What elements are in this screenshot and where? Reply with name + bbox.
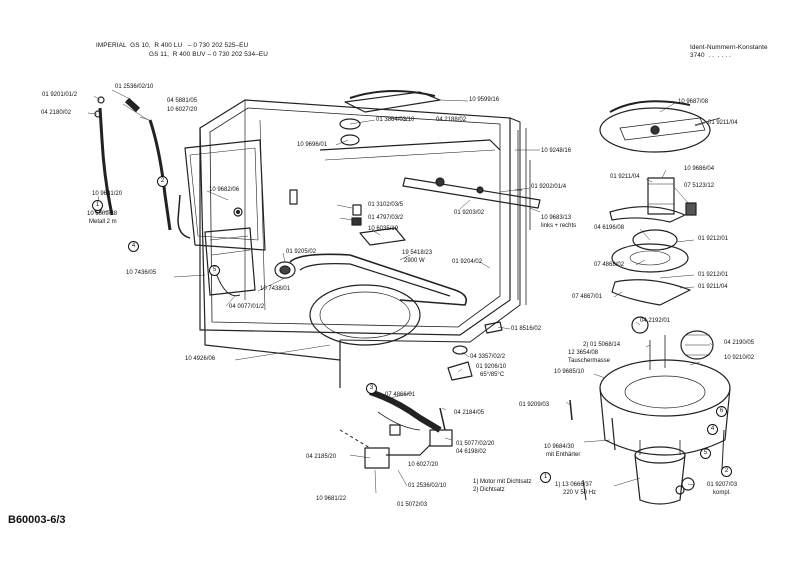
part-label: 04 2185/20 <box>306 454 337 460</box>
part-label: mit Enthärter <box>546 452 581 458</box>
part-label: 07 4867/01 <box>572 294 603 300</box>
part-label: 04 2188/02 <box>436 117 467 123</box>
part-label: 01 5072/03 <box>397 502 428 508</box>
part-label: 1) 13 0666/37 <box>555 482 593 488</box>
part-label: 04 6198/02 <box>456 449 487 455</box>
part-label: 04 2190/05 <box>724 340 755 346</box>
callout-marker: 4 <box>707 424 718 435</box>
callout-marker: 4 <box>128 241 139 252</box>
part-label: 01 9206/10 <box>476 364 507 370</box>
part-label: 07 5123/12 <box>684 183 715 189</box>
part-label: 07 4868/02 <box>594 262 625 268</box>
part-label: 01 9205/02 <box>286 249 317 255</box>
part-label: 01 9209/03 <box>519 402 550 408</box>
part-label: 12 3654/08 <box>568 350 599 356</box>
part-label: 01 9204/02 <box>452 259 483 265</box>
part-label: 04 2180/02 <box>41 110 72 116</box>
part-label: 10 9248/16 <box>541 148 572 154</box>
part-label: 10 6027/20 <box>408 462 439 468</box>
part-label: 10 9599/16 <box>469 97 500 103</box>
part-label: 19 5418/23 <box>402 250 433 256</box>
part-label: 10 4926/06 <box>185 356 216 362</box>
part-label: Metall 2 m <box>89 219 117 225</box>
callout-marker: 2 <box>157 176 168 187</box>
drawing-code: B60003-6/3 <box>8 514 66 526</box>
part-label: 01 2536/02/10 <box>115 84 154 90</box>
model-list-line-1: IMPERIAL GS 10, R 400 LU – 0 730 202 525… <box>96 42 249 49</box>
part-label: 10 9683/13 <box>541 215 572 221</box>
part-label: 10 9686/04 <box>684 166 715 172</box>
callout-marker: 2 <box>721 466 732 477</box>
callout-marker: 6 <box>716 406 727 417</box>
part-label: 04 2184/05 <box>454 410 485 416</box>
part-label: 220 V 50 Hz <box>563 490 597 496</box>
part-label: 10 6609/28 <box>87 211 118 217</box>
part-label: 10 9210/02 <box>724 355 755 361</box>
callout-marker: 1 <box>540 472 551 483</box>
callout-marker: 1 <box>92 200 103 211</box>
callout-marker: 5 <box>700 448 711 459</box>
part-label: 65°/85°C <box>480 372 505 378</box>
part-label: 01 4797/03/2 <box>368 215 404 221</box>
callout-marker: 5 <box>209 265 220 276</box>
part-label: 01 9202/01/4 <box>531 184 567 190</box>
part-label: 04 3357/02/2 <box>470 354 506 360</box>
model-list-line-2: GS 11, R 400 BUV – 0 730 202 534–EU <box>149 51 268 58</box>
part-label: links + rechts <box>541 223 577 229</box>
part-label: 04 2192/01 <box>640 318 671 324</box>
part-label: kompl. <box>713 490 731 496</box>
part-label: 2900 W <box>404 258 425 264</box>
ident-number-title: Ident-Nummern-Konstante <box>690 44 768 51</box>
part-label: Tauschermasse <box>568 358 611 364</box>
part-label: 04 5881/05 <box>167 98 198 104</box>
part-label: 10 9681/20 <box>92 191 123 197</box>
part-label: 01 9211/04 <box>698 284 728 290</box>
part-label: 01 9211/04 <box>610 174 640 180</box>
callout-marker: 3 <box>366 383 377 394</box>
ident-number-value: 3740 . . . . . . <box>690 52 731 59</box>
part-label: 01 5077/02/20 <box>456 441 495 447</box>
part-label: 10 6027/20 <box>167 107 198 113</box>
part-label: 01 9201/01/2 <box>42 92 78 98</box>
part-label: 10 9682/06 <box>209 187 240 193</box>
part-label: 10 6035/19 <box>368 226 399 232</box>
part-label: 01 9212/01 <box>698 236 729 242</box>
part-label: 04 0077/01/2 <box>229 304 265 310</box>
part-label: 01 8516/02 <box>511 326 542 332</box>
part-label: 10 7438/01 <box>260 286 291 292</box>
part-label: 01 9207/03 <box>707 482 738 488</box>
part-label: 10 9685/10 <box>554 369 585 375</box>
part-label: 10 9681/22 <box>316 496 347 502</box>
part-label: 10 9684/30 <box>544 444 575 450</box>
footnote-motor: 1) Motor mit Dichtsatz <box>473 479 532 485</box>
part-label: 01 9212/01 <box>698 272 729 278</box>
part-label: 01 9211/04 <box>708 120 738 126</box>
footnote-seal-kit: 2) Dichtsatz <box>473 487 505 493</box>
part-label: 07 4866/01 <box>385 392 416 398</box>
part-label: 2) 01 5068/14 <box>583 342 621 348</box>
part-label: 10 9687/08 <box>678 99 709 105</box>
part-label: 10 7436/05 <box>126 270 157 276</box>
part-label: 01 2536/02/10 <box>408 483 447 489</box>
part-label: 01 3864/03/10 <box>376 117 415 123</box>
part-label: 04 6196/08 <box>594 225 625 231</box>
part-label: 01 9203/02 <box>454 210 485 216</box>
part-label: 01 3102/03/5 <box>368 202 404 208</box>
part-label: 10 9696/01 <box>297 142 328 148</box>
